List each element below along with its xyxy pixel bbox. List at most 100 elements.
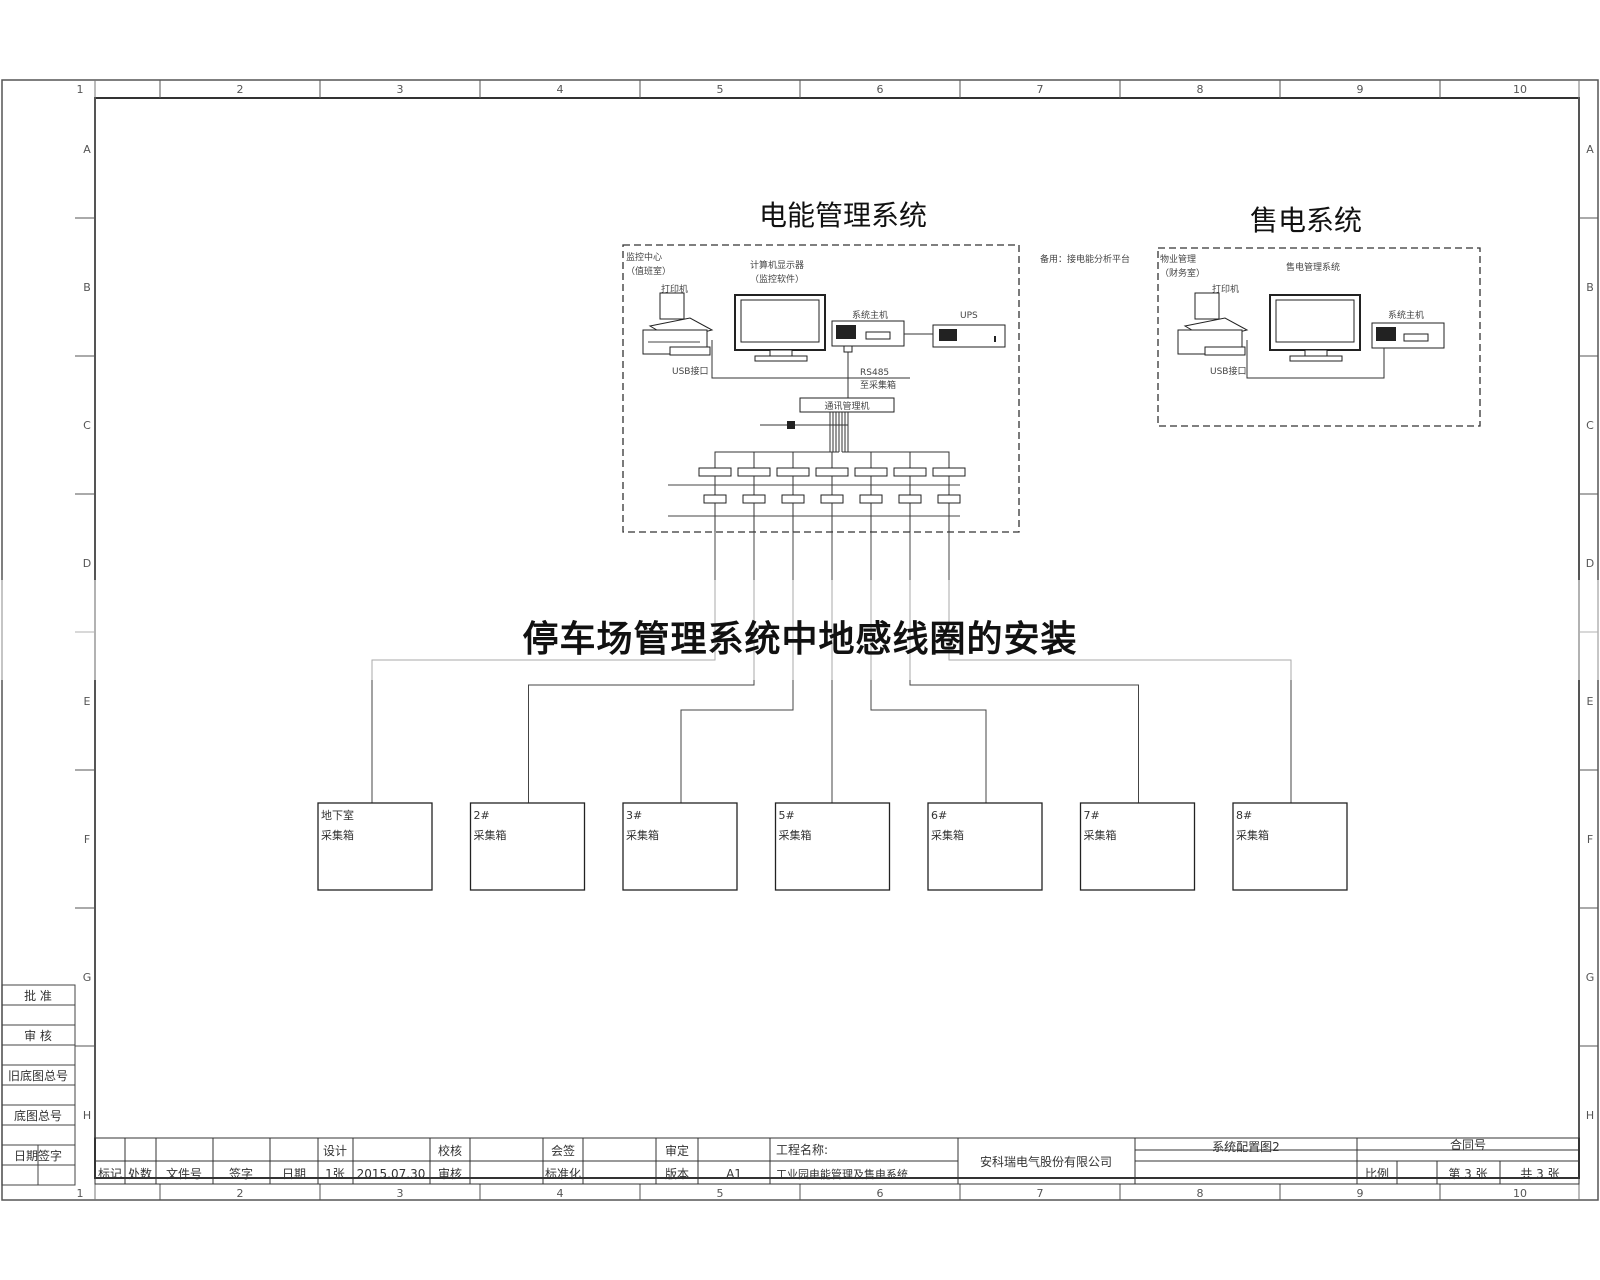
ups-label: UPS — [960, 311, 978, 321]
side-date-sign: 日期签字 — [14, 1148, 62, 1163]
bus-branch — [842, 451, 872, 468]
grid-row-label: C — [83, 419, 91, 432]
monitor-icon — [734, 294, 826, 362]
tb-drawn: 1张 — [325, 1167, 345, 1181]
meter-module — [932, 467, 966, 477]
grid-row-label: B — [1586, 281, 1594, 294]
tb-design: 设计 — [323, 1144, 347, 1158]
side-drawing-no: 底图总号 — [14, 1108, 62, 1123]
tb-design-date: 2015.07.30 — [357, 1167, 426, 1181]
grid-col-label: 8 — [1197, 1187, 1204, 1200]
bus-branch — [848, 451, 950, 468]
grid-col-label: 9 — [1357, 83, 1364, 96]
tb-count: 处数 — [128, 1166, 152, 1181]
monitor-center-sub: （值班室） — [626, 265, 671, 277]
grid-col-label: 2 — [237, 1187, 244, 1200]
collection-box-name: 7# — [1084, 809, 1100, 822]
collection-box-name: 8# — [1236, 809, 1252, 822]
caption-title: 停车场管理系统中地感线圈的安装 — [522, 619, 1078, 660]
tb-sheet: 第 3 张 — [1448, 1167, 1487, 1181]
grid-row-label: H — [1586, 1109, 1594, 1122]
collection-box-name: 3# — [626, 809, 642, 822]
tb-check: 校核 — [438, 1143, 462, 1158]
grid-col-label: 3 — [397, 1187, 404, 1200]
collection-box — [927, 802, 1043, 891]
grid-col-label: 3 — [397, 83, 404, 96]
grid-row-label: G — [1586, 971, 1595, 984]
collection-box — [622, 802, 738, 891]
sale-room-label: 物业管理 — [1160, 253, 1196, 265]
sale-usb-label: USB接口 — [1210, 365, 1246, 377]
grid-row-label: A — [1586, 143, 1594, 156]
host-icon — [831, 320, 905, 353]
collection-box-type: 采集箱 — [931, 828, 964, 842]
grid-col-label: 2 — [237, 83, 244, 96]
tb-project-label: 工程名称: — [776, 1142, 828, 1157]
grid-col-label: 8 — [1197, 83, 1204, 96]
converter-module — [820, 494, 844, 504]
collection-box-name: 地下室 — [321, 808, 354, 822]
comm-label-sub: 至采集箱 — [860, 379, 896, 391]
converter-module — [898, 494, 922, 504]
tb-date: 日期 — [282, 1167, 306, 1181]
sale-host-label: 系统主机 — [1388, 309, 1424, 321]
collection-box-type: 采集箱 — [1084, 828, 1117, 842]
tb-drawing-name: 系统配置图2 — [1212, 1140, 1280, 1154]
sale-monitor-icon — [1269, 294, 1361, 362]
monitor-label: 计算机显示器 — [750, 259, 804, 271]
energy-system-boundary — [622, 244, 1020, 533]
meter-module — [815, 467, 849, 477]
grid-col-label: 10 — [1513, 1187, 1527, 1200]
printer-icon — [642, 292, 714, 356]
printer-label: 打印机 — [661, 283, 688, 295]
bus-branch — [845, 451, 911, 468]
collection-box-type: 采集箱 — [1236, 828, 1269, 842]
tb-version-value: A1 — [726, 1167, 742, 1181]
collection-box — [774, 802, 891, 891]
collection-box-type: 采集箱 — [474, 828, 507, 842]
sale-monitor-label: 售电管理系统 — [1286, 261, 1340, 273]
bus-branch — [792, 451, 836, 468]
comm-label: RS485 — [860, 368, 889, 378]
grid-row-label: F — [1587, 833, 1593, 846]
collection-box-type: 采集箱 — [779, 828, 812, 842]
tb-total: 共 3 张 — [1520, 1167, 1559, 1181]
collection-box — [317, 802, 433, 891]
grid-col-label: 9 — [1357, 1187, 1364, 1200]
tb-contract-label: 合同号 — [1450, 1137, 1486, 1152]
sale-system-title: 售电系统 — [1250, 204, 1362, 237]
sale-printer-label: 打印机 — [1212, 283, 1239, 295]
distribution-wiring — [668, 412, 966, 532]
converter-module — [703, 494, 727, 504]
monitor-center-label: 监控中心 — [626, 251, 662, 263]
grid-col-label: 10 — [1513, 83, 1527, 96]
collection-box — [469, 802, 586, 891]
grid-row-label: A — [83, 143, 91, 156]
grid-row-label: G — [83, 971, 92, 984]
meter-module — [776, 467, 810, 477]
grid-col-label: 7 — [1037, 1187, 1044, 1200]
switch-tap-node — [787, 421, 795, 429]
meter-module — [698, 467, 732, 477]
caption-band — [0, 580, 1600, 680]
converter-module — [742, 494, 766, 504]
grid-col-label: 6 — [877, 1187, 884, 1200]
grid-col-label: 5 — [717, 83, 724, 96]
grid-row-label: F — [84, 833, 90, 846]
grid-col-label: 4 — [557, 83, 564, 96]
tb-sign: 签字 — [229, 1166, 253, 1181]
grid-row-label: B — [83, 281, 91, 294]
collection-box-name: 5# — [779, 809, 795, 822]
sale-printer-icon — [1177, 292, 1249, 356]
meter-module — [854, 467, 888, 477]
grid-col-label: 4 — [557, 1187, 564, 1200]
host-label: 系统主机 — [852, 309, 888, 321]
title-block — [94, 1137, 1580, 1185]
grid-row-label: E — [84, 695, 91, 708]
meter-module — [737, 467, 771, 477]
grid-row-label: D — [83, 557, 91, 570]
grid-row-label: E — [1587, 695, 1594, 708]
side-review: 审 核 — [24, 1028, 52, 1043]
energy-system-title: 电能管理系统 — [759, 199, 927, 232]
